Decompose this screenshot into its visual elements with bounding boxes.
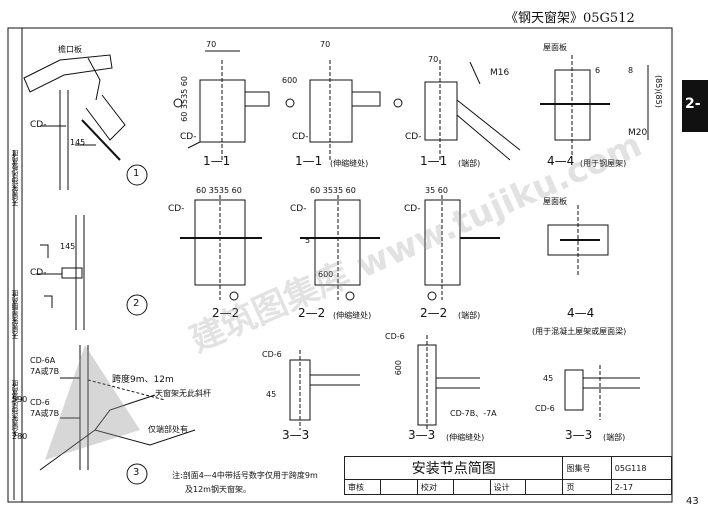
check-signature: [452, 479, 491, 495]
label-cd-5: CD-: [405, 132, 422, 142]
section-label-2-2: 2—2: [212, 306, 240, 320]
section-note-2-2c: (端部): [458, 311, 481, 320]
drawing-name: 安装节点简图: [343, 456, 564, 480]
label-cd-6-r3a: CD-6: [262, 350, 282, 359]
detail-circle-1: [126, 164, 148, 186]
left-label-2: 天窗架窗扇高度: [11, 290, 19, 339]
atlas-number: 05G118: [610, 456, 673, 480]
design-label: 设计: [489, 479, 527, 495]
page-label: 页: [562, 479, 612, 495]
section-label-4-4: 4—4: [547, 154, 575, 168]
section-note-3-3b: (伸缩缝处): [446, 433, 485, 442]
section-note-1-1b: (伸缩缝处): [330, 159, 369, 168]
label-cd-6: CD-: [168, 204, 185, 214]
review-label: 审核: [344, 479, 381, 495]
label-cd-6a: CD-6A: [30, 356, 56, 365]
atlas-label: 图集号: [562, 456, 612, 480]
title-block: 安装节点简图 图集号 05G118 审核 校对 设计 页 2-17: [343, 456, 673, 495]
atlas-title: 《钢天窗架》05G512: [505, 11, 635, 26]
label-span: 跨度9m、12m: [112, 375, 174, 385]
left-label-1: 天窗架挡风板高度: [11, 150, 19, 206]
section-note-1-1c: (端部): [458, 159, 481, 168]
left-label-3: 天窗架挡风板高度: [11, 380, 19, 436]
label-7a7b-2: 7A或7B: [30, 409, 60, 418]
dim-145-1: 145: [70, 138, 86, 147]
label-cd-3: CD-: [180, 132, 197, 142]
dim-2-2-2: 60 3535 60: [310, 186, 356, 195]
page-number: 43: [686, 496, 699, 507]
detail-circle-2: [126, 294, 148, 316]
dim-600-3: 600: [394, 360, 403, 376]
detail-circle-3: [126, 463, 148, 485]
section-label-1-1: 1—1: [203, 154, 231, 168]
eaves-panel-shape: [23, 54, 113, 93]
note-line-2: 及12m钢天窗架。: [185, 485, 251, 494]
dim-70-2: 70: [320, 40, 331, 49]
note-line-1: 注:剖面4—4中带括号数字仅用于跨度9m: [172, 471, 318, 480]
design-signature: [525, 479, 564, 495]
check-label: 校对: [416, 479, 454, 495]
section-label-2-2b: 2—2: [298, 306, 326, 320]
dim-45-2: 45: [543, 374, 554, 383]
dim-35-60: 35 60: [425, 186, 448, 195]
dim-8: 8: [628, 66, 634, 75]
section-note-4-4b: (用于混凝土屋架或屋面梁): [532, 327, 627, 336]
section-label-2-2c: 2—2: [420, 306, 448, 320]
dim-70-1: 70: [206, 40, 217, 49]
label-cd-6-r3b: CD-6: [385, 332, 405, 341]
label-eaves-panel: 檐口板: [58, 45, 82, 54]
label-m16: M16: [490, 68, 510, 78]
label-cd-7b: CD-7B、-7A: [450, 409, 497, 418]
label-end-only: 仅端部处有: [148, 425, 188, 434]
label-cd-1: CD-: [30, 120, 47, 130]
label-roof-panel-1: 屋面板: [543, 43, 567, 52]
drawing-frame: [7, 27, 673, 503]
label-m20: M20: [628, 128, 648, 138]
dim-6: 6: [595, 66, 601, 75]
label-cd-7: CD-: [290, 204, 307, 214]
label-7a7b-1: 7A或7B: [30, 367, 60, 376]
dim-600-1: 600: [282, 76, 298, 85]
circle-label-3: 3: [133, 467, 140, 478]
section-label-3-3b: 3—3: [408, 428, 436, 442]
dim-600-2: 600: [318, 270, 334, 279]
dim-2-2-1: 60 3535 60: [196, 186, 242, 195]
label-cd-6-r3c: CD-6: [535, 404, 555, 413]
label-cd-6d: CD-6: [30, 398, 50, 407]
section-label-4-4b: 4—4: [567, 306, 595, 320]
dim-45-1: 45: [266, 390, 277, 399]
label-cd-8: CD-: [404, 204, 421, 214]
label-cd-4: CD-: [292, 132, 309, 142]
watermark-triangle: [45, 345, 140, 460]
dim-5: 5: [305, 236, 311, 245]
sheet-page-number: 2-17: [610, 479, 673, 495]
section-note-3-3c: (端部): [603, 433, 626, 442]
section-label-3-3c: 3—3: [565, 428, 593, 442]
dim-145-2: 145: [60, 242, 76, 251]
dim-70-3: 70: [428, 55, 439, 64]
label-roof-panel-2: 屋面板: [543, 197, 567, 206]
dim-280: 280: [12, 432, 28, 441]
section-2-2-plate: [194, 199, 246, 286]
section-note-2-2b: (伸缩缝处): [333, 311, 372, 320]
label-cd-2: CD-: [30, 268, 47, 278]
circle-label-2: 2: [133, 298, 140, 309]
dim-85: (85)(85): [654, 75, 663, 108]
dim-590: 590: [12, 395, 28, 404]
section-tab: [682, 80, 708, 132]
label-no-brace: 天窗架无此斜杆: [155, 389, 211, 398]
section-note-4-4: (用于钢屋架): [580, 159, 627, 168]
section-tab-label: 2-: [685, 96, 701, 112]
section-label-1-1c: 1—1: [420, 154, 448, 168]
circle-label-1: 1: [133, 168, 140, 179]
section-label-1-1b: 1—1: [295, 154, 323, 168]
dim-column-1: 60 3535 60: [180, 76, 189, 122]
section-label-3-3: 3—3: [282, 428, 310, 442]
review-signature: [379, 479, 418, 495]
